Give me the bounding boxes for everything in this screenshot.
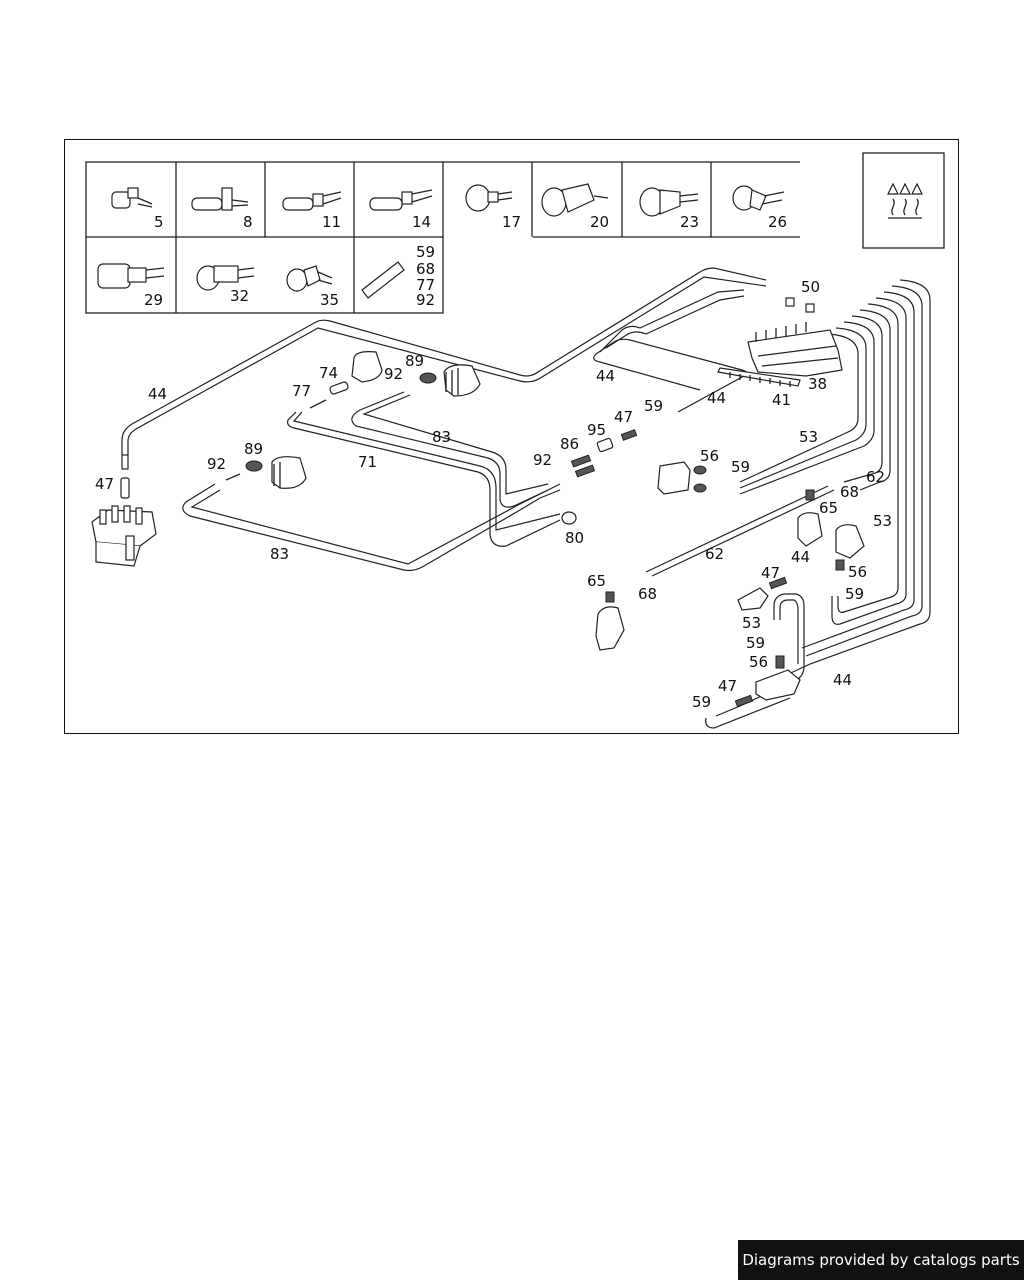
callout: 53 xyxy=(742,614,761,632)
fitting-17-icon xyxy=(465,184,513,212)
fitting-23-icon xyxy=(639,187,699,217)
callout: 68 xyxy=(638,585,657,603)
legend-label: 26 xyxy=(768,213,787,231)
plug-80-icon xyxy=(561,511,577,525)
callout: 44 xyxy=(707,389,726,407)
callout: 80 xyxy=(565,529,584,547)
fitting-29-icon xyxy=(97,263,165,289)
callout: 92 xyxy=(533,451,552,469)
legend-label: 17 xyxy=(502,213,521,231)
vacuum-line-diagram: 5 8 11 14 17 20 23 26 29 32 35 59 68 77 … xyxy=(85,152,945,729)
fitting-32-icon xyxy=(196,265,255,291)
callout: 71 xyxy=(358,453,377,471)
connector-strip-41-icon xyxy=(717,367,801,387)
callout: 89 xyxy=(405,352,424,370)
callout: 47 xyxy=(614,408,633,426)
valve-block-38-icon xyxy=(747,322,843,377)
callout: 59 xyxy=(692,693,711,711)
callout: 59 xyxy=(644,397,663,415)
callout: 83 xyxy=(270,545,289,563)
callout: 59 xyxy=(746,634,765,652)
tee-50-icon xyxy=(785,297,815,313)
tee-95-icon xyxy=(596,429,638,453)
callout: 74 xyxy=(319,364,338,382)
callout: 50 xyxy=(801,278,820,296)
actuator-89-icon xyxy=(419,364,481,397)
legend-label: 92 xyxy=(416,291,435,309)
callout: 47 xyxy=(761,564,780,582)
callout: 95 xyxy=(587,421,606,439)
callout: 56 xyxy=(749,653,768,671)
sleeve-icon xyxy=(361,261,405,299)
callout: 56 xyxy=(700,447,719,465)
callout: 44 xyxy=(596,367,615,385)
callout: 38 xyxy=(808,375,827,393)
callout: 47 xyxy=(718,677,737,695)
legend-label: 35 xyxy=(320,291,339,309)
callout: 77 xyxy=(292,382,311,400)
legend-label: 59 xyxy=(416,243,435,261)
callout: 44 xyxy=(833,671,852,689)
parts-legend: 5 8 11 14 17 20 23 26 29 32 35 59 68 77 … xyxy=(85,161,800,314)
heat-arrows-icon xyxy=(887,182,923,219)
callout: 65 xyxy=(587,572,606,590)
callout-labels: 44 47 77 74 89 92 83 71 92 89 83 44 44 5… xyxy=(95,278,892,711)
vacuum-unit-65b-icon xyxy=(595,591,625,651)
fitting-8-icon xyxy=(191,187,249,211)
callout: 44 xyxy=(148,385,167,403)
callout: 89 xyxy=(244,440,263,458)
legend-label: 20 xyxy=(590,213,609,231)
fitting-26-icon xyxy=(732,185,785,211)
legend-label: 68 xyxy=(416,260,435,278)
switch-valve-56-icon xyxy=(657,461,707,495)
vacuum-unit-53-icon xyxy=(835,524,865,571)
fitting-11-icon xyxy=(282,191,342,211)
callout: 92 xyxy=(384,365,403,383)
legend-label: 14 xyxy=(412,213,431,231)
legend-label: 11 xyxy=(322,213,341,231)
legend-label: 32 xyxy=(230,287,249,305)
callout: 62 xyxy=(705,545,724,563)
distributor-block-icon xyxy=(91,505,157,567)
vacuum-lines xyxy=(121,267,931,729)
heat-symbol-box xyxy=(862,152,945,249)
callout: 62 xyxy=(866,468,885,486)
callout: 41 xyxy=(772,391,791,409)
vacuum-unit-65-icon xyxy=(797,489,823,547)
callout: 53 xyxy=(799,428,818,446)
callout: 92 xyxy=(207,455,226,473)
diagram-frame xyxy=(64,139,959,734)
callout: 83 xyxy=(432,428,451,446)
components xyxy=(91,297,865,708)
fitting-35-icon xyxy=(286,265,333,292)
callout: 44 xyxy=(791,548,810,566)
legend-label: 8 xyxy=(243,213,253,231)
legend-label: 29 xyxy=(144,291,163,309)
fitting-20-icon xyxy=(541,183,609,217)
fitting-14-icon xyxy=(369,189,433,211)
actuator-74-icon xyxy=(351,351,383,383)
legend-label: 5 xyxy=(154,213,164,231)
callout: 47 xyxy=(95,475,114,493)
callout: 56 xyxy=(848,563,867,581)
valve-47-icon xyxy=(737,576,788,611)
callout: 86 xyxy=(560,435,579,453)
actuator-bottom-icon xyxy=(734,655,801,708)
callout: 68 xyxy=(840,483,859,501)
actuator-lower-icon xyxy=(225,456,307,489)
legend-label: 23 xyxy=(680,213,699,231)
callout: 59 xyxy=(731,458,750,476)
callout: 59 xyxy=(845,585,864,603)
callout: 53 xyxy=(873,512,892,530)
callout: 65 xyxy=(819,499,838,517)
legend-label: 77 xyxy=(416,276,435,294)
check-valve-icon xyxy=(120,454,130,499)
connector-86-icon xyxy=(570,454,596,478)
footer-credit: Diagrams provided by catalogs parts xyxy=(738,1240,1024,1280)
connector-77-icon xyxy=(309,381,349,409)
fitting-5-icon xyxy=(111,187,153,209)
